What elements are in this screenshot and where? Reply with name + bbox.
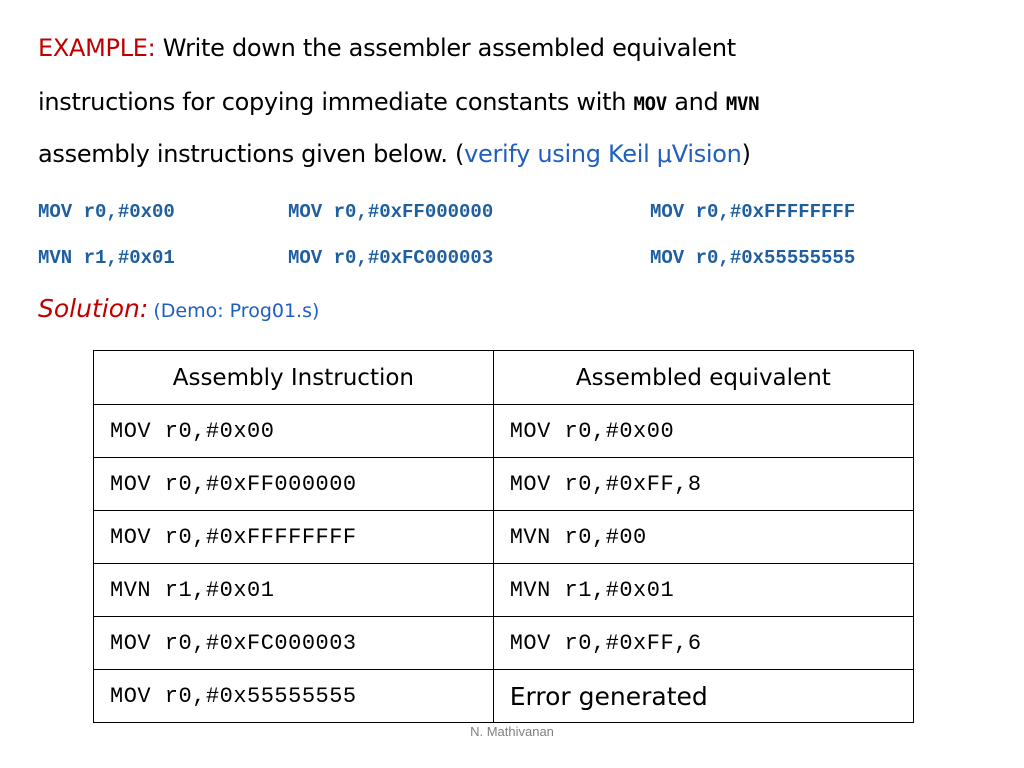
verify-note: verify using Keil μVision <box>464 140 742 168</box>
intro-line-1: EXAMPLE: Write down the assembler assemb… <box>38 34 736 62</box>
table-header-row: Assembly Instruction Assembled equivalen… <box>93 350 915 405</box>
footer-author: N. Mathivanan <box>470 724 554 739</box>
intro-text-3: assembly instructions given below. ( <box>38 140 465 168</box>
intro-text-1: Write down the assembler assembled equiv… <box>155 34 736 62</box>
equivalent-cell: MOV r0,#0xFF,6 <box>492 616 915 670</box>
code-example: MOV r0,#0xFC000003 <box>288 247 494 269</box>
intro-and: and <box>666 88 726 116</box>
error-generated-cell: Error generated <box>492 669 915 723</box>
instruction-cell: MOV r0,#0xFC000003 <box>93 616 494 670</box>
code-example: MVN r1,#0x01 <box>38 247 175 269</box>
intro-line-3: assembly instructions given below. (veri… <box>38 140 751 168</box>
example-label: EXAMPLE: <box>38 34 156 62</box>
table-row: MOV r0,#0xFC000003 MOV r0,#0xFF,6 <box>93 616 915 670</box>
instruction-cell: MOV r0,#0x55555555 <box>93 669 494 723</box>
column-header-equivalent: Assembled equivalent <box>492 350 915 405</box>
table-row: MOV r0,#0x00 MOV r0,#0x00 <box>93 404 915 458</box>
mvn-keyword: MVN <box>725 93 760 115</box>
code-example: MOV r0,#0x00 <box>38 201 175 223</box>
equivalent-cell: MOV r0,#0x00 <box>492 404 915 458</box>
column-header-instruction: Assembly Instruction <box>93 350 494 405</box>
solution-heading: Solution: (Demo: Prog01.s) <box>38 294 319 323</box>
code-example: MOV r0,#0xFFFFFFFF <box>650 201 856 223</box>
intro-text-2: instructions for copying immediate const… <box>38 88 634 116</box>
instruction-cell: MOV r0,#0xFFFFFFFF <box>93 510 494 564</box>
mov-keyword: MOV <box>633 93 667 115</box>
instruction-cell: MOV r0,#0x00 <box>93 404 494 458</box>
code-example-row: MVN r1,#0x01 MOV r0,#0xFC000003 MOV r0,#… <box>38 247 988 273</box>
close-paren: ) <box>741 140 751 168</box>
intro-line-2: instructions for copying immediate const… <box>38 88 760 116</box>
table-row: MOV r0,#0x55555555 Error generated <box>93 669 915 723</box>
equivalent-cell: MVN r1,#0x01 <box>492 563 915 617</box>
solution-demo-reference: (Demo: Prog01.s) <box>153 300 320 322</box>
code-example: MOV r0,#0x55555555 <box>650 247 856 269</box>
table-row: MOV r0,#0xFFFFFFFF MVN r0,#00 <box>93 510 915 564</box>
table-row: MOV r0,#0xFF000000 MOV r0,#0xFF,8 <box>93 457 915 511</box>
equivalent-cell: MVN r0,#00 <box>492 510 915 564</box>
solution-table: Assembly Instruction Assembled equivalen… <box>93 350 915 723</box>
code-example: MOV r0,#0xFF000000 <box>288 201 494 223</box>
table-row: MVN r1,#0x01 MVN r1,#0x01 <box>93 563 915 617</box>
instruction-cell: MVN r1,#0x01 <box>93 563 494 617</box>
solution-label: Solution: <box>38 294 149 323</box>
code-example-row: MOV r0,#0x00 MOV r0,#0xFF000000 MOV r0,#… <box>38 201 988 227</box>
equivalent-cell: MOV r0,#0xFF,8 <box>492 457 915 511</box>
instruction-cell: MOV r0,#0xFF000000 <box>93 457 494 511</box>
